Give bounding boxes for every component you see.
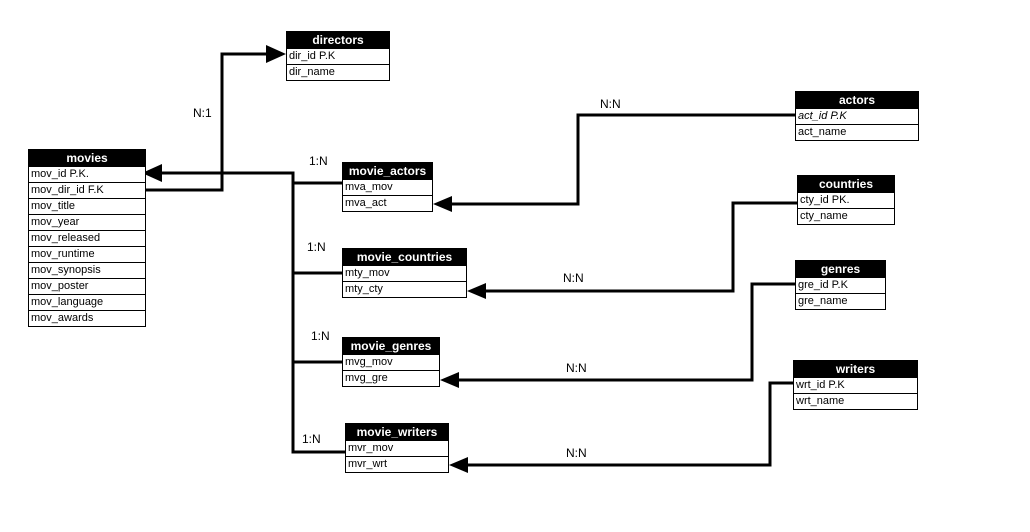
table-title: writers xyxy=(794,361,917,377)
cardinality-countries-movie-countries: N:N xyxy=(563,271,584,285)
table-title: movie_countries xyxy=(343,249,466,265)
arrowhead-movies xyxy=(142,164,162,182)
table-writers[interactable]: writers wrt_id P.K wrt_name xyxy=(793,360,918,410)
connector-movie-tables-movies xyxy=(146,171,346,454)
table-movie-writers[interactable]: movie_writers mvr_mov mvr_wrt xyxy=(345,423,449,473)
table-field: mov_year xyxy=(29,214,145,230)
cardinality-actors-movie-actors: N:N xyxy=(600,97,621,111)
table-movies[interactable]: movies mov_id P.K. mov_dir_id F.K mov_ti… xyxy=(28,149,146,327)
table-field: mov_dir_id F.K xyxy=(29,182,145,198)
table-field: mvg_mov xyxy=(343,354,439,370)
table-field: mov_synopsis xyxy=(29,262,145,278)
table-field: act_id P.K xyxy=(796,108,918,124)
connector-writers-movie-writers xyxy=(466,381,794,467)
table-title: movie_writers xyxy=(346,424,448,440)
table-field: dir_id P.K xyxy=(287,48,389,64)
table-field: mva_mov xyxy=(343,179,432,195)
arrowhead-directors xyxy=(266,45,286,63)
cardinality-genres-movie-genres: N:N xyxy=(566,361,587,375)
table-field: mvr_wrt xyxy=(346,456,448,472)
arrowhead-movie-writers xyxy=(449,457,468,473)
table-field: gre_id P.K xyxy=(796,277,885,293)
table-field: mvr_mov xyxy=(346,440,448,456)
cardinality-movies-directors: N:1 xyxy=(193,106,212,120)
cardinality-movies-movie-countries: 1:N xyxy=(307,240,326,254)
table-field: gre_name xyxy=(796,293,885,309)
table-field: mov_poster xyxy=(29,278,145,294)
table-title: actors xyxy=(796,92,918,108)
table-movie-genres[interactable]: movie_genres mvg_mov mvg_gre xyxy=(342,337,440,387)
cardinality-movies-movie-actors: 1:N xyxy=(309,154,328,168)
table-title: genres xyxy=(796,261,885,277)
connector-genres-movie-genres xyxy=(456,282,796,382)
table-field: mty_mov xyxy=(343,265,466,281)
table-title: movie_actors xyxy=(343,163,432,179)
cardinality-movies-movie-genres: 1:N xyxy=(311,329,330,343)
table-field: mty_cty xyxy=(343,281,466,297)
table-title: movie_genres xyxy=(343,338,439,354)
table-directors[interactable]: directors dir_id P.K dir_name xyxy=(286,31,390,81)
table-movie-actors[interactable]: movie_actors mva_mov mva_act xyxy=(342,162,433,212)
table-countries[interactable]: countries cty_id PK. cty_name xyxy=(797,175,895,225)
arrowhead-movie-actors xyxy=(433,196,452,212)
arrowhead-movie-genres xyxy=(440,372,459,388)
table-field: mov_id P.K. xyxy=(29,166,145,182)
connector-movies-directors xyxy=(146,52,270,192)
table-field: wrt_id P.K xyxy=(794,377,917,393)
table-field: wrt_name xyxy=(794,393,917,409)
table-field: mov_awards xyxy=(29,310,145,326)
table-title: directors xyxy=(287,32,389,48)
table-field: mov_language xyxy=(29,294,145,310)
cardinality-writers-movie-writers: N:N xyxy=(566,446,587,460)
table-field: mva_act xyxy=(343,195,432,211)
table-title: movies xyxy=(29,150,145,166)
table-movie-countries[interactable]: movie_countries mty_mov mty_cty xyxy=(342,248,467,298)
connector-countries-movie-countries xyxy=(483,201,797,293)
table-field: mvg_gre xyxy=(343,370,439,386)
table-title: countries xyxy=(798,176,894,192)
table-genres[interactable]: genres gre_id P.K gre_name xyxy=(795,260,886,310)
table-field: mov_released xyxy=(29,230,145,246)
connector-actors-movie-actors xyxy=(448,113,796,206)
cardinality-movies-movie-writers: 1:N xyxy=(302,432,321,446)
table-field: mov_title xyxy=(29,198,145,214)
table-field: cty_id PK. xyxy=(798,192,894,208)
table-field: dir_name xyxy=(287,64,389,80)
table-actors[interactable]: actors act_id P.K act_name xyxy=(795,91,919,141)
table-field: mov_runtime xyxy=(29,246,145,262)
arrowhead-movie-countries xyxy=(467,283,486,299)
table-field: cty_name xyxy=(798,208,894,224)
table-field: act_name xyxy=(796,124,918,140)
